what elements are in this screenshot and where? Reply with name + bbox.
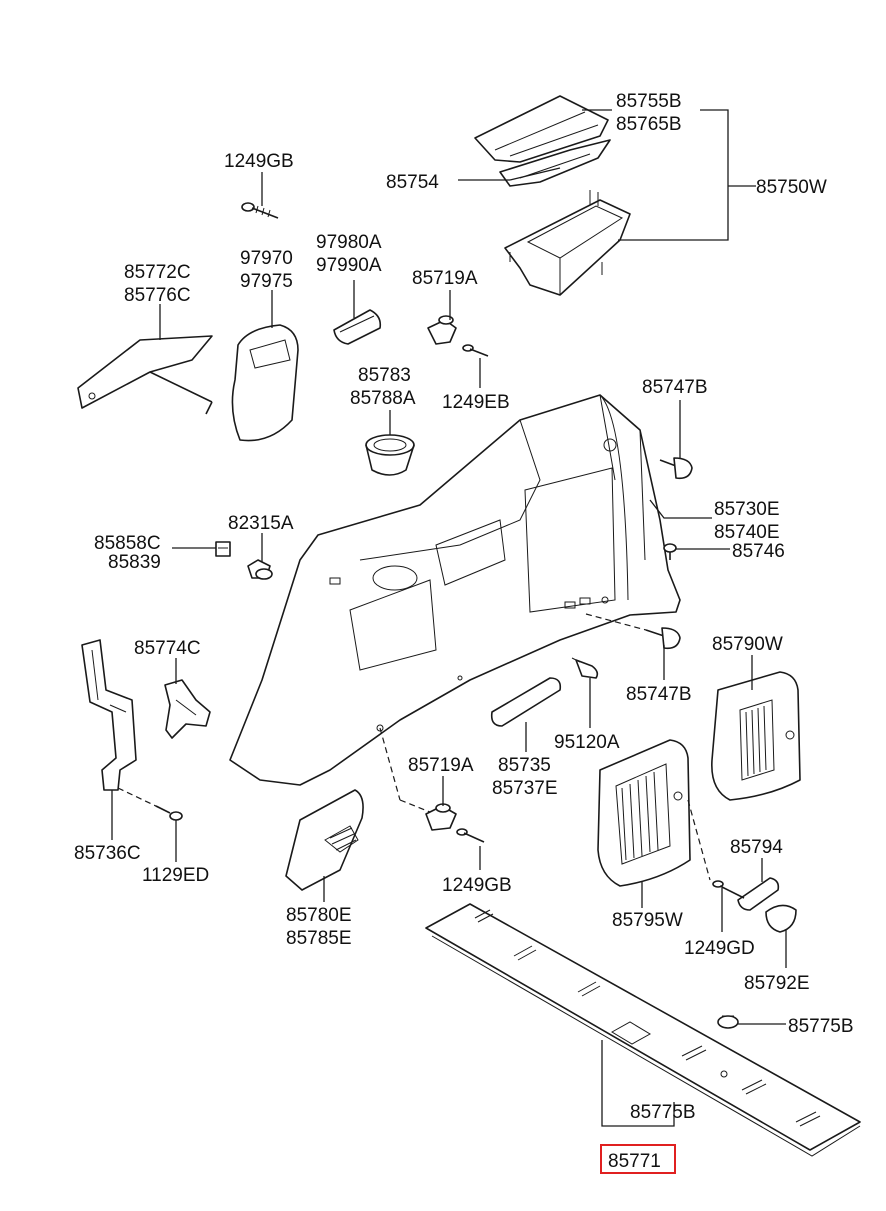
label-95120A: 95120A — [554, 732, 620, 753]
label-85754: 85754 — [386, 172, 439, 193]
label-85750W: 85750W — [756, 177, 827, 198]
label-1249GB-top: 1249GB — [224, 151, 294, 172]
label-85771: 85771 — [608, 1151, 661, 1172]
label-85719A-top: 85719A — [412, 268, 478, 289]
knob-85792E — [765, 904, 797, 933]
screw-85747B-top — [659, 457, 693, 480]
clip-82315A — [247, 559, 273, 580]
bracket-85774C — [164, 679, 211, 739]
label-1249EB: 1249EB — [442, 392, 510, 413]
clip-85746 — [663, 543, 677, 560]
label-85795W: 85795W — [612, 910, 683, 931]
pad-85735 — [490, 677, 562, 727]
label-85747B-top: 85747B — [642, 377, 708, 398]
clip-85858C — [215, 541, 231, 557]
screw-85747B-mid — [645, 627, 681, 650]
label-85719A-mid: 85719A — [408, 755, 474, 776]
label-85783: 85783 — [358, 365, 411, 386]
screw-1129ED — [155, 805, 183, 821]
label-85774C: 85774C — [134, 638, 201, 659]
label-85772C: 85772C — [124, 262, 191, 283]
label-85737E: 85737E — [492, 778, 558, 799]
lamp-95120A — [571, 657, 599, 679]
highlight-box-85771 — [600, 1144, 676, 1174]
screw-1249EB — [462, 344, 489, 357]
cover-85795W — [597, 739, 691, 887]
label-85785E: 85785E — [286, 928, 352, 949]
trim-panel-85730E — [229, 394, 681, 786]
label-85755B: 85755B — [616, 91, 682, 112]
tray-lid-85755B — [474, 95, 609, 163]
label-85765B: 85765B — [616, 114, 682, 135]
label-97970: 97970 — [240, 248, 293, 269]
handle-85794 — [737, 877, 780, 911]
label-85788A: 85788A — [350, 388, 416, 409]
label-1129ED: 1129ED — [142, 865, 209, 886]
label-85740E: 85740E — [714, 522, 780, 543]
tray-box — [504, 190, 631, 296]
cap-85775B-right — [717, 1015, 739, 1029]
label-85839: 85839 — [108, 552, 161, 573]
label-85780E: 85780E — [286, 905, 352, 926]
leader-lines — [111, 109, 787, 1127]
label-85730E: 85730E — [714, 499, 780, 520]
label-85775B-right: 85775B — [788, 1016, 854, 1037]
sill-plate-85771 — [425, 903, 861, 1157]
label-85776C: 85776C — [124, 285, 191, 306]
label-85792E: 85792E — [744, 973, 810, 994]
label-97990A: 97990A — [316, 255, 382, 276]
label-97975: 97975 — [240, 271, 293, 292]
cover-97970 — [231, 324, 299, 442]
label-85794: 85794 — [730, 837, 783, 858]
label-97980A: 97980A — [316, 232, 382, 253]
cup-holder-85783 — [365, 434, 415, 476]
label-85746: 85746 — [732, 541, 785, 562]
bolt-1249GD — [712, 880, 745, 899]
label-85735: 85735 — [498, 755, 551, 776]
cap-97980A — [333, 309, 382, 345]
label-85858C: 85858C — [94, 533, 161, 554]
bracket-85736C — [81, 639, 137, 791]
grille-85790W — [711, 671, 801, 801]
label-85775B-bottom: 85775B — [630, 1102, 696, 1123]
label-85747B-mid: 85747B — [626, 684, 692, 705]
label-85790W: 85790W — [712, 634, 783, 655]
tray-mat-85754 — [499, 139, 611, 187]
screw-1249GB-mid — [456, 828, 485, 843]
label-85736C: 85736C — [74, 843, 141, 864]
bolt-1249GB-top — [241, 202, 279, 219]
clip-85719A-mid — [425, 803, 457, 831]
label-1249GD: 1249GD — [684, 938, 755, 959]
label-82315A: 82315A — [228, 513, 294, 534]
label-1249GB-mid: 1249GB — [442, 875, 512, 896]
clip-85719A-top — [427, 315, 457, 345]
net-pocket-85780E — [285, 789, 364, 891]
bracket-85772C — [77, 335, 213, 415]
part-labels: 85755B 85765B 85754 85750W 1249GB 97970 … — [74, 91, 854, 1172]
